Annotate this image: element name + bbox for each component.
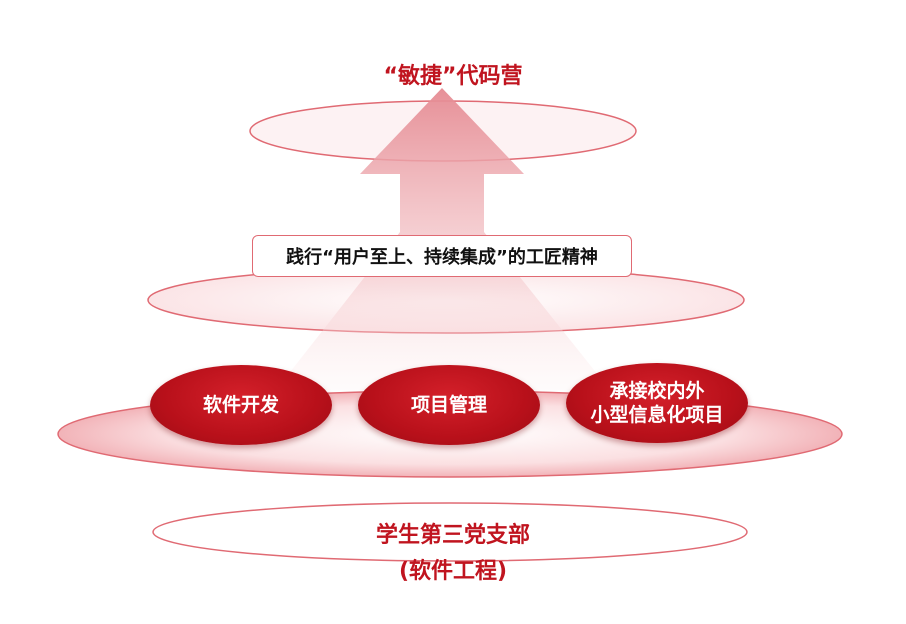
pill-label-line1: 承接校内外: [609, 380, 705, 402]
pill-projects: 承接校内外 小型信息化项目: [566, 363, 748, 443]
top-title: “敏捷”代码营: [383, 64, 523, 89]
pill-software-development: 软件开发: [150, 365, 332, 445]
bottom-title: 学生第三党支部 (软件工程): [303, 518, 603, 590]
banner-text: 践行“用户至上、持续集成”的工匠精神: [286, 247, 598, 268]
bottom-ring: [152, 502, 748, 562]
banner-box: 践行“用户至上、持续集成”的工匠精神: [252, 235, 632, 277]
bottom-title-line1: 学生第三党支部: [367, 523, 538, 548]
pill-label-line2: 小型信息化项目: [590, 404, 724, 426]
pill-project-management: 项目管理: [358, 365, 540, 445]
pill-label: 软件开发: [202, 394, 279, 416]
bottom-title-line2: (软件工程): [398, 559, 508, 584]
pill-label: 项目管理: [410, 394, 487, 416]
